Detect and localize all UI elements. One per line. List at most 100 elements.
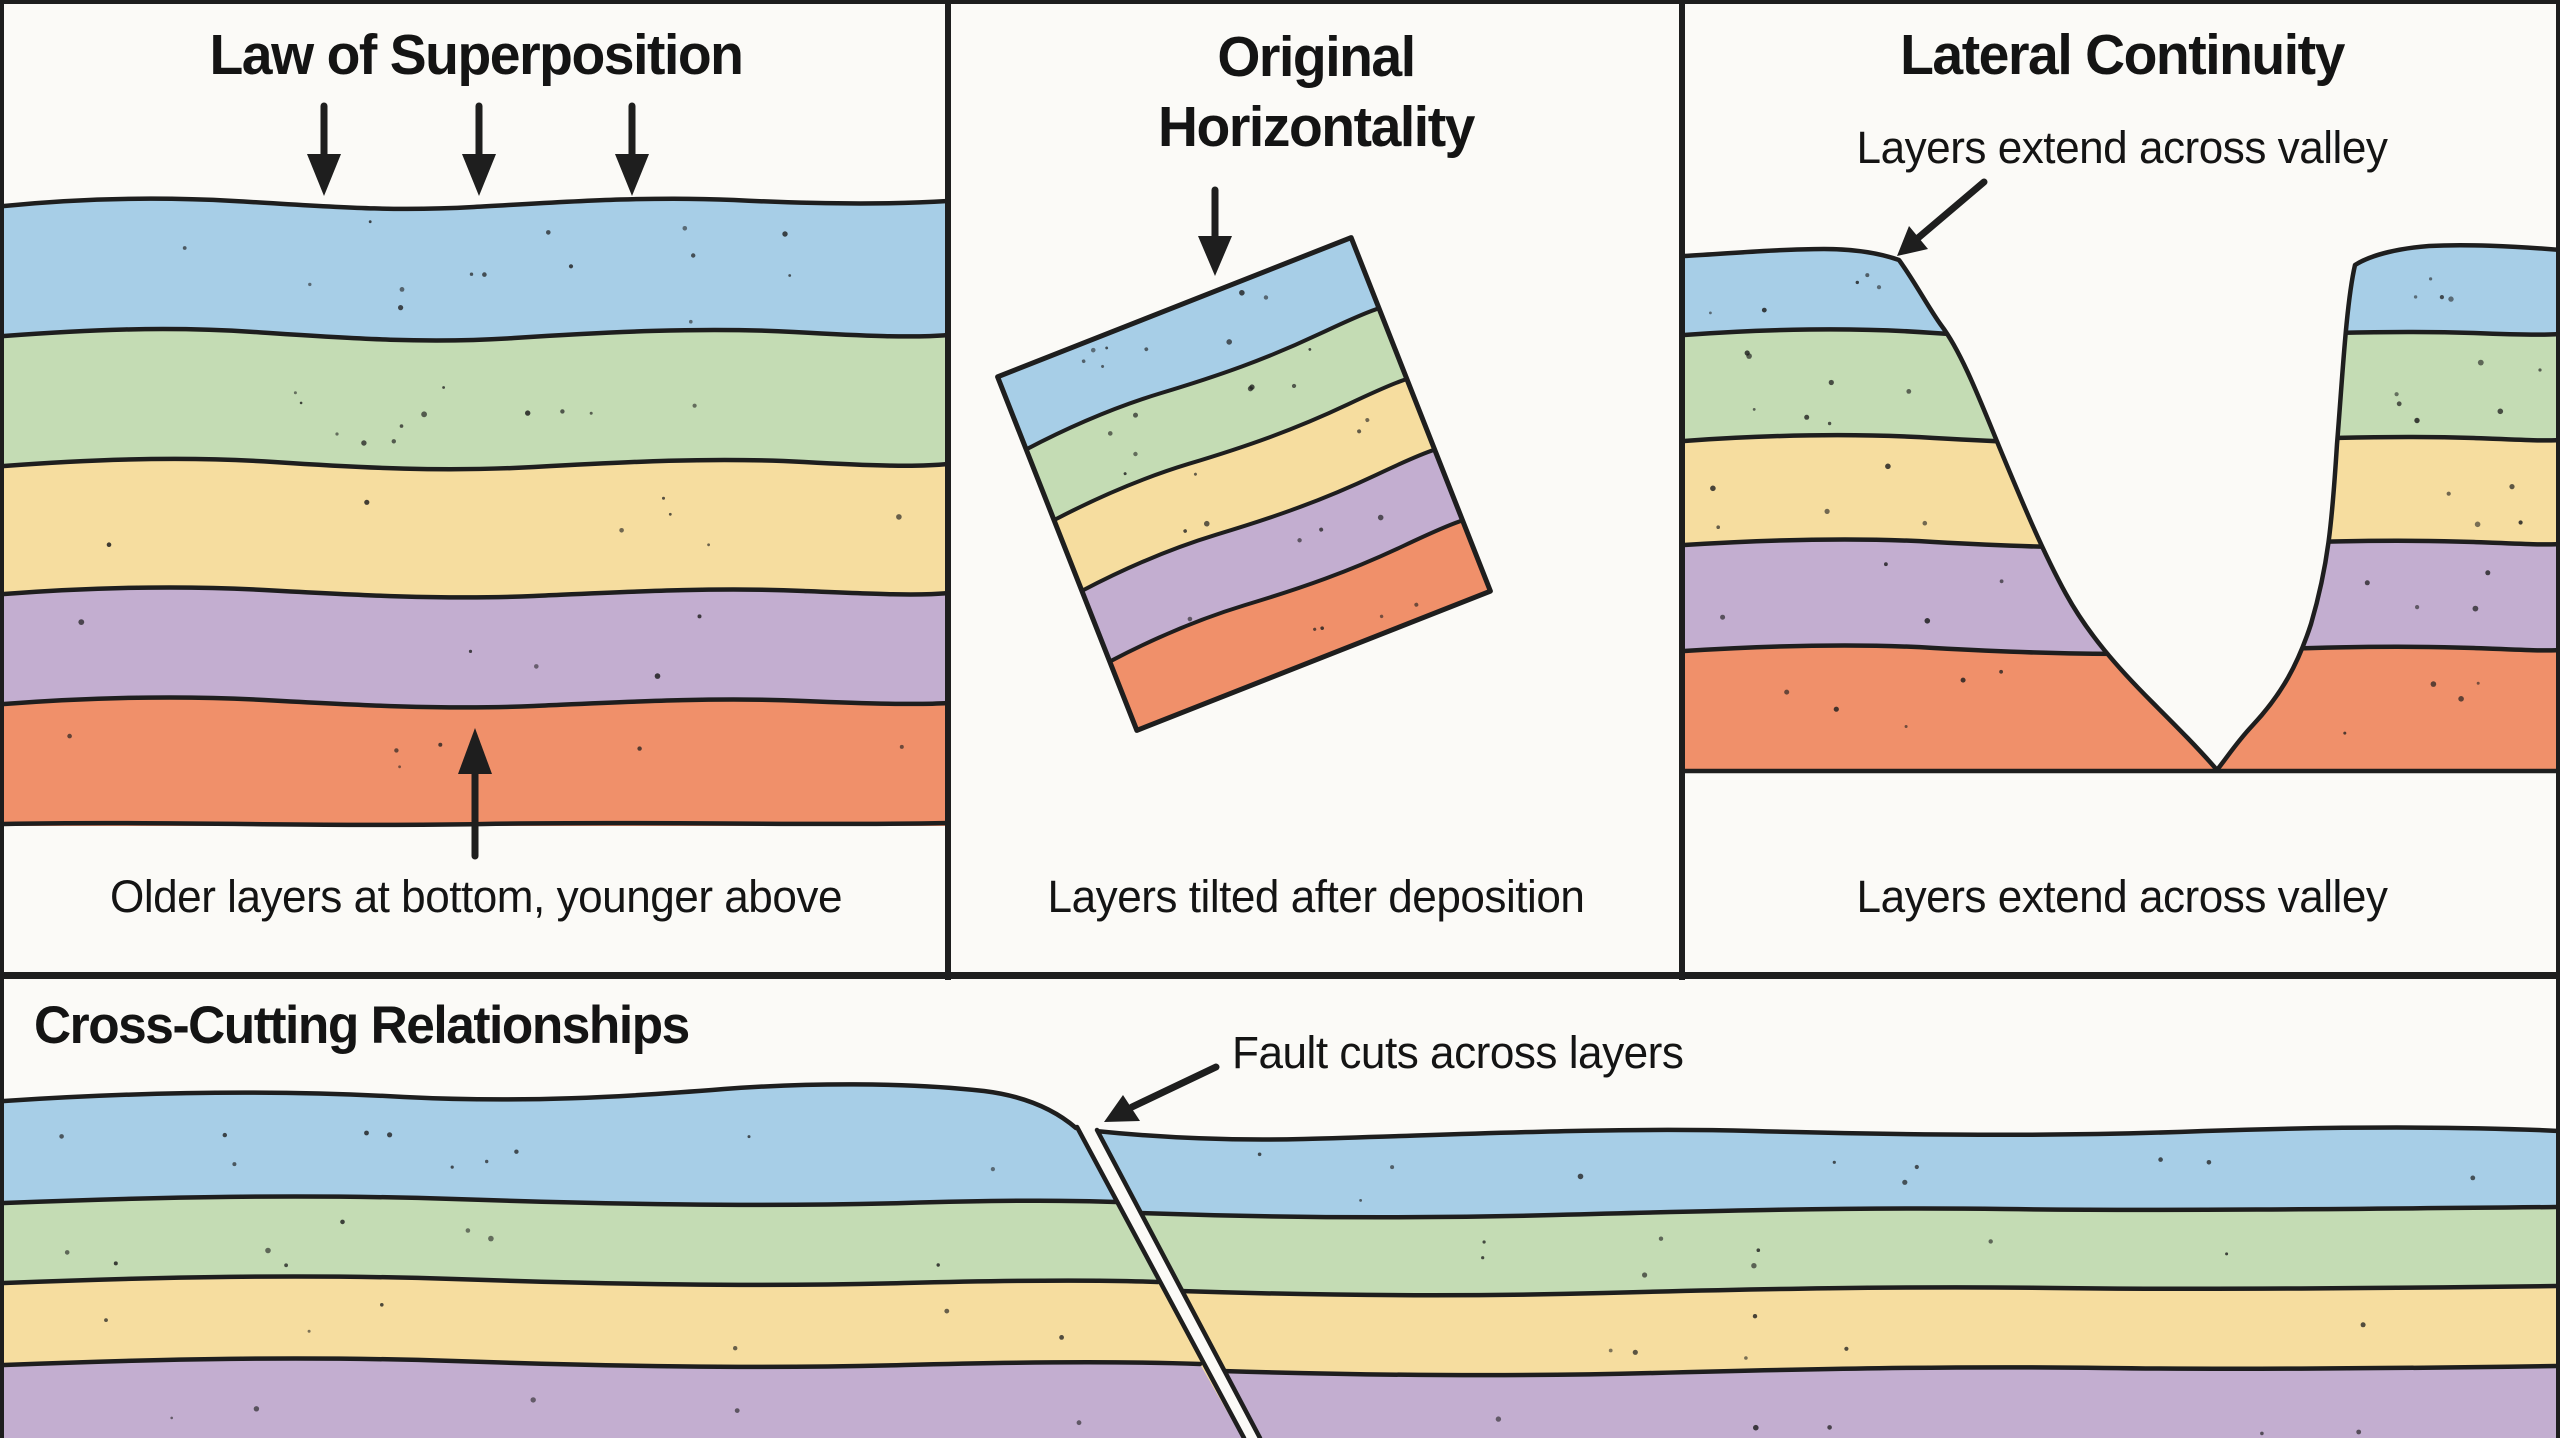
sediment-speckle <box>1320 626 1324 630</box>
sediment-speckle <box>2509 484 2515 490</box>
sediment-speckle <box>308 282 312 287</box>
sediment-speckle <box>1379 614 1384 619</box>
sediment-speckle <box>2439 295 2444 300</box>
tilted-strata-block <box>995 235 1493 733</box>
sediment-speckle <box>335 432 339 436</box>
sediment-speckle <box>232 1162 237 1167</box>
sediment-speckle <box>2485 570 2491 576</box>
panel-lateral-continuity: Lateral Continuity Layers extend across … <box>1684 4 2556 974</box>
panel-title-line1: Original <box>1217 25 1416 89</box>
sediment-speckle <box>2225 1252 2229 1256</box>
sediment-speckle <box>1988 1239 1993 1244</box>
sediment-speckle <box>399 287 405 292</box>
sediment-speckle <box>1999 669 2003 674</box>
sediment-speckle <box>469 272 474 276</box>
sediment-speckle <box>1414 602 1419 607</box>
deposition-arrow-down-icon <box>307 102 341 196</box>
sediment-speckle <box>682 226 688 231</box>
sediment-speckle <box>2429 277 2433 281</box>
sediment-speckle <box>104 1318 108 1322</box>
sediment-speckle <box>1855 280 1859 285</box>
sediment-speckle <box>1239 289 1245 296</box>
sediment-speckle <box>1761 307 1767 313</box>
panel-cross-cutting-relationships: Cross-Cutting Relationships Fault cuts a… <box>4 979 2556 1438</box>
sediment-speckle <box>222 1132 227 1138</box>
sediment-speckle <box>1133 451 1138 457</box>
sediment-speckle <box>421 411 427 418</box>
sediment-speckle <box>1865 273 1870 278</box>
sediment-speckle <box>1390 1165 1395 1170</box>
sediment-speckle <box>896 514 902 520</box>
sediment-speckle <box>782 231 788 237</box>
sediment-speckle <box>1365 418 1370 423</box>
sediment-speckle <box>399 424 404 428</box>
sediment-speckle <box>2446 491 2451 496</box>
panel-title: Lateral Continuity <box>1900 23 2345 87</box>
sediment-speckle <box>1709 311 1712 315</box>
fault-label: Fault cuts across layers <box>1232 1027 1684 1078</box>
sediment-speckle <box>485 1159 489 1164</box>
sediment-speckle <box>1885 463 1891 470</box>
sediment-speckle <box>368 220 372 224</box>
sediment-speckle <box>307 1329 311 1333</box>
sediment-speckle <box>1827 421 1832 426</box>
strata-boundary-lines <box>4 1082 1203 1370</box>
sediment-speckle <box>2260 1431 2264 1436</box>
sediment-speckle <box>67 733 72 739</box>
sediment-speckle <box>1495 1416 1502 1422</box>
sediment-speckle <box>1828 379 1834 386</box>
sediment-speckle <box>182 246 187 250</box>
sediment-speckle <box>1313 627 1317 631</box>
sediment-speckle <box>734 1408 740 1413</box>
sediment-speckle <box>64 1250 70 1255</box>
sediment-speckle <box>1123 472 1127 476</box>
sediment-speckle <box>468 649 473 654</box>
sediment-speckle <box>2415 605 2420 610</box>
sediment-speckle <box>514 1149 519 1154</box>
sediment-speckle <box>2477 359 2484 366</box>
sediment-speckle <box>1577 1173 1584 1180</box>
sediment-speckle <box>482 272 487 277</box>
tilted-block-boundary-lines <box>1024 306 1465 664</box>
panel-divider-vertical <box>945 4 951 980</box>
valley-strata-drawing <box>1684 4 2556 774</box>
sediment-speckle <box>2430 681 2437 687</box>
sediment-speckle <box>662 496 665 500</box>
sediment-speckle <box>637 746 642 751</box>
sediment-speckle <box>1187 616 1193 622</box>
layer-purple <box>4 1358 1244 1438</box>
panel-original-horizontality: Original Horizontality Layers tilted aft… <box>950 4 1682 974</box>
sediment-speckle <box>265 1247 271 1254</box>
sediment-speckle <box>990 1167 996 1172</box>
layer-purple <box>1222 1366 2556 1438</box>
sediment-speckle <box>1482 1240 1486 1244</box>
fault-strata-drawing <box>4 1063 2556 1438</box>
sediment-speckle <box>944 1308 950 1314</box>
sediment-speckle <box>1632 1349 1638 1355</box>
sediment-speckle <box>106 542 112 547</box>
sediment-speckle <box>936 1263 940 1267</box>
sediment-speckle <box>1832 1160 1836 1164</box>
fault-arrow-icon <box>1104 1063 1220 1122</box>
sediment-speckle <box>293 391 297 395</box>
sediment-speckle <box>788 274 792 277</box>
sediment-speckle <box>1319 527 1324 532</box>
sediment-speckle <box>2413 295 2418 299</box>
sediment-speckle <box>1833 706 1839 712</box>
sediment-speckle <box>1263 295 1269 300</box>
tilted-block-drawing <box>995 186 1493 733</box>
sediment-speckle <box>1752 1314 1758 1319</box>
panel-caption: Layers extend across valley <box>1856 871 2388 922</box>
sediment-speckle <box>2158 1157 2163 1162</box>
sediment-speckle <box>1744 350 1750 356</box>
sediment-speckle <box>1090 347 1096 353</box>
sediment-speckle <box>391 439 396 444</box>
layer-blue <box>997 237 1383 456</box>
sediment-speckle <box>438 742 443 747</box>
sediment-speckle <box>284 1263 288 1268</box>
sediment-speckle <box>1876 285 1882 290</box>
sediment-speckle <box>2394 392 2399 397</box>
sediment-speckle <box>525 410 531 416</box>
sediment-speckle <box>692 403 697 408</box>
sediment-speckle <box>568 264 574 269</box>
